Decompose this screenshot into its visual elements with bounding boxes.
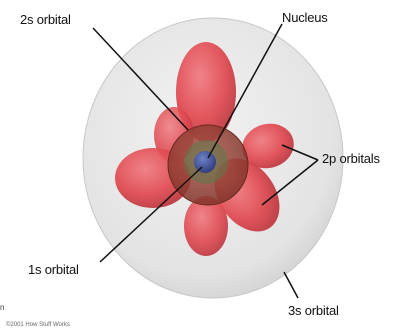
orbital-2p-lobe-bottom bbox=[184, 196, 228, 256]
leader-line-1s bbox=[99, 166, 203, 263]
orbital-2p-lobe-right bbox=[242, 123, 294, 169]
label-2s-orbital: 2s orbital bbox=[20, 12, 71, 27]
nucleus-sphere bbox=[194, 151, 216, 173]
label-1s-orbital: 1s orbital bbox=[28, 262, 79, 277]
label-2p-orbitals: 2p orbitals bbox=[322, 151, 380, 166]
leader-line-3s bbox=[283, 271, 299, 299]
leader-line-2s bbox=[92, 27, 189, 131]
copyright-credit: ©2001 How Stuff Works bbox=[6, 322, 70, 328]
edge-mark: n bbox=[0, 303, 5, 312]
leader-line-nucleus bbox=[207, 23, 283, 159]
leader-line-2p-upper bbox=[281, 144, 319, 161]
label-3s-orbital: 3s orbital bbox=[288, 303, 339, 318]
orbital-2p-lobe-top bbox=[176, 42, 236, 142]
label-nucleus: Nucleus bbox=[282, 10, 328, 25]
leader-line-2p-lower bbox=[261, 159, 319, 206]
